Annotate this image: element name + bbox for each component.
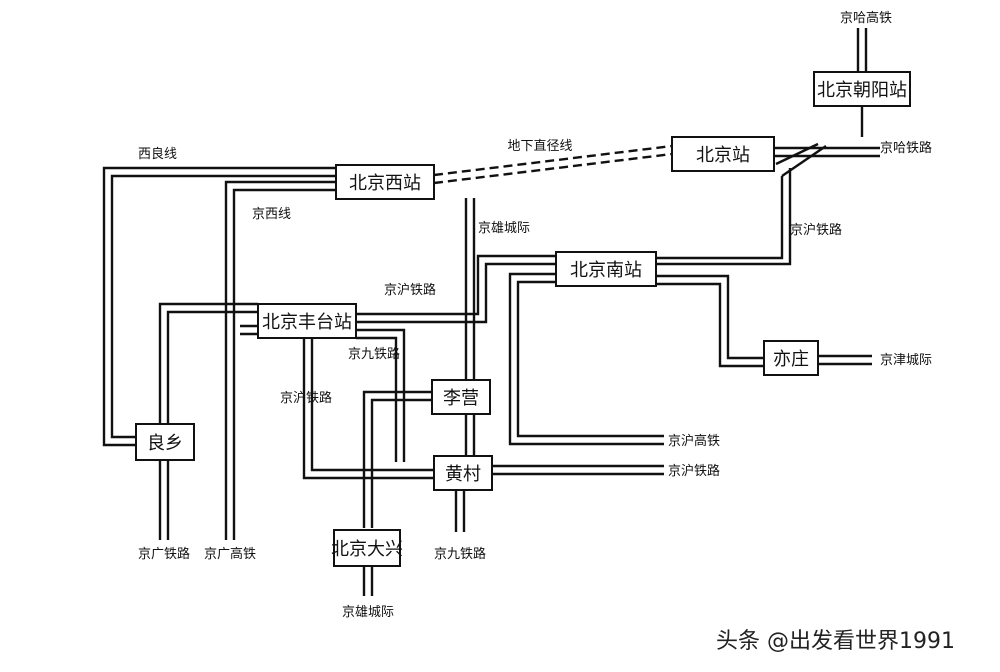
station-xizhan: 北京西站 [349,173,421,194]
station-box-beijing [671,136,775,172]
station-yizhuang: 亦庄 [773,349,809,370]
track-liying-daxing [362,390,432,528]
line-jingguang-gaotie: 京广高铁 [204,546,256,562]
line-jingxixian: 京西线 [252,207,291,222]
station-beijing: 北京站 [696,145,750,166]
track-jingjin [818,354,872,366]
track-fengtai-liying [356,328,406,462]
line-jingjiu-tielu-mid: 京九铁路 [348,346,400,362]
track-jingxiong-top [464,198,476,380]
track-daxing-south [362,566,374,596]
line-jinghu-tielu-mid: 京沪铁路 [384,282,436,298]
station-nanzhan: 北京南站 [570,260,642,281]
line-jingjiu-tielu-bottom: 京九铁路 [434,546,486,562]
line-labels: 京哈高铁 京哈铁路 地下直径线 西良线 京西线 京雄城际 京沪铁路 京沪铁路 京… [138,10,932,620]
station-liangxiang: 良乡 [147,433,183,454]
station-daxing: 北京大兴 [331,539,403,560]
track-huangcun-south [454,490,466,532]
station-box-huangcun [433,455,493,491]
station-box-yizhuang [763,340,819,376]
line-jingjin-chengji: 京津城际 [880,353,932,368]
station-labels: 北京朝阳站 北京站 北京西站 北京南站 北京丰台站 亦庄 李营 黄村 良乡 北京… [147,80,907,560]
line-jingguang-tielu: 京广铁路 [138,546,190,562]
line-jinghu-tielu-east: 京沪铁路 [790,222,842,238]
line-jingxiong-chengji-bottom: 京雄城际 [342,605,394,620]
station-box-chaoyang [813,71,911,107]
line-jinghu-tielu-left: 京沪铁路 [280,390,332,406]
track-jinghu-gaotie [508,272,664,446]
line-xiliangxian: 西良线 [138,146,177,162]
track-jinghu-north [656,168,792,266]
track-liying-huangcun [464,414,476,456]
line-jingha-tielu: 京哈铁路 [880,140,932,156]
line-jinghu-gaotie: 京沪高铁 [668,433,720,449]
station-box-liangxiang [135,423,195,461]
station-box-liying [431,379,491,415]
track-jinghu-left [302,338,434,480]
track-liangxiang-south [158,460,170,540]
track-fengtai-nanzhan [356,254,556,324]
line-jinghu-tielu-right: 京沪铁路 [668,463,720,479]
track-fengtai-west [158,302,258,424]
station-box-nanzhan [555,251,657,287]
station-box-fengtai [257,303,357,339]
track-beijing-east [774,146,880,158]
station-box-xizhan [335,164,435,200]
line-jingxiong-chengji-top: 京雄城际 [478,221,530,236]
track-jingha-gaotie [856,28,868,72]
track-huangcun-east [492,464,664,476]
station-boxes [135,71,911,567]
station-liying: 李营 [443,388,479,409]
station-huangcun: 黄村 [445,464,481,485]
station-fengtai: 北京丰台站 [262,312,352,333]
track-xiliang [102,166,336,447]
watermark: 头条 @出发看世界1991 [716,629,955,654]
track-lines [102,28,880,596]
line-dixia-zhijingxian: 地下直径线 [507,139,572,154]
station-chaoyang: 北京朝阳站 [817,80,907,101]
line-jingha-gaotie: 京哈高铁 [840,10,892,26]
track-nanzhan-yizhuang [656,274,764,368]
track-underground-diameter [433,144,673,185]
track-jingxi [224,180,336,540]
station-box-daxing [333,529,401,567]
track-fengtai-west-2 [240,324,258,336]
